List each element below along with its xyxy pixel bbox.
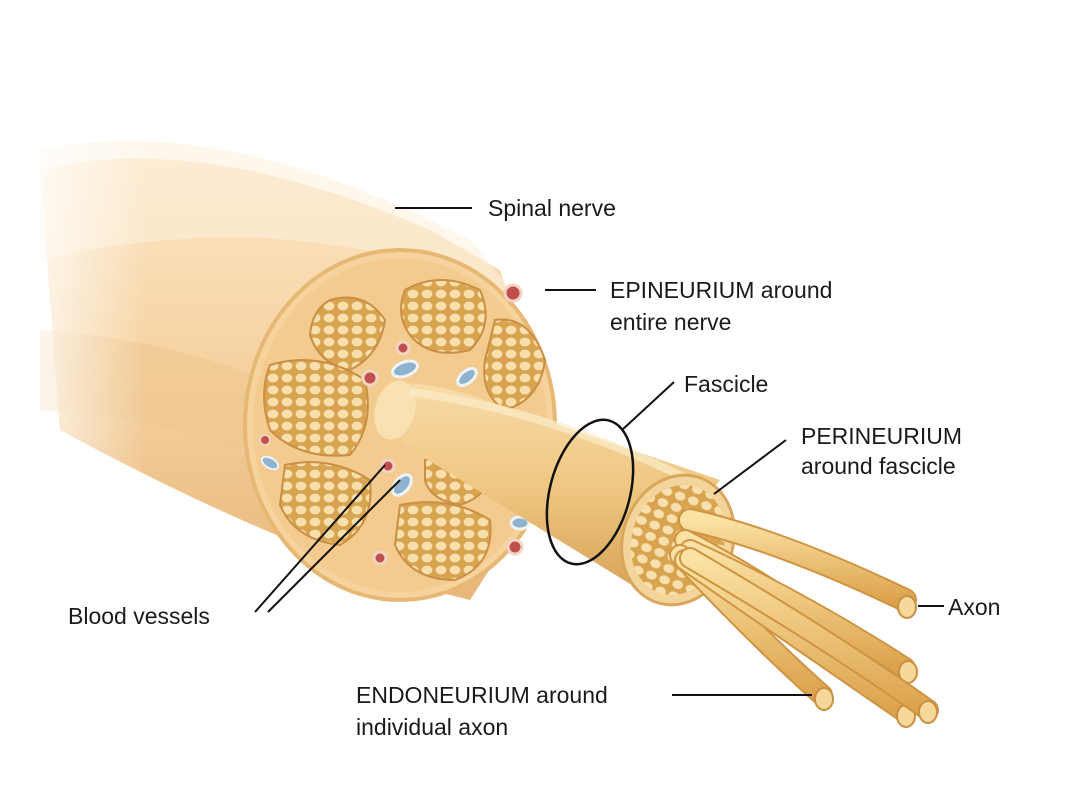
vessel — [363, 371, 377, 385]
axon-end — [898, 596, 916, 618]
label-perineurium-line2: around fascicle — [801, 453, 956, 479]
leader-perineurium — [714, 440, 786, 494]
label-axon: Axon — [948, 594, 1000, 620]
vessel — [508, 540, 522, 554]
axon-end — [815, 688, 833, 710]
label-epineurium-line2: entire nerve — [610, 309, 731, 335]
label-fascicle: Fascicle — [684, 371, 768, 397]
label-endoneurium-line1: ENDONEURIUM around — [356, 682, 608, 708]
vessel — [397, 342, 409, 354]
vessel — [374, 552, 386, 564]
leader-fascicle — [622, 382, 674, 430]
axon-end — [919, 701, 937, 723]
vessel — [505, 285, 521, 301]
label-spinal-nerve: Spinal nerve — [488, 195, 616, 221]
vessel — [260, 435, 270, 445]
label-blood-vessels: Blood vessels — [68, 603, 210, 629]
label-epineurium-line1: EPINEURIUM around — [610, 277, 832, 303]
label-perineurium-line1: PERINEURIUM — [801, 423, 962, 449]
label-endoneurium-line2: individual axon — [356, 714, 508, 740]
